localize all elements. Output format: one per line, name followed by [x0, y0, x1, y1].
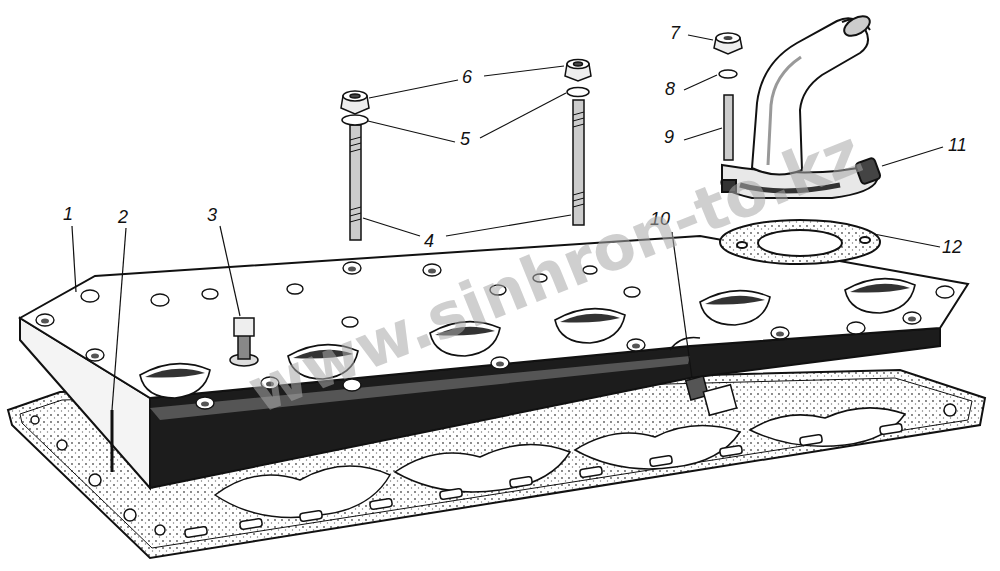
callout-number: 8: [665, 80, 675, 98]
callout-number: 4: [424, 232, 434, 250]
callout-number: 9: [664, 128, 674, 146]
callout-number: 2: [118, 208, 128, 226]
callout-number: 1: [63, 205, 73, 223]
temperature-plug: [230, 318, 258, 366]
callout-number: 6: [462, 68, 472, 86]
callout-number: 5: [460, 130, 470, 148]
callout-number: 11: [948, 136, 967, 154]
callout-number: 3: [207, 206, 217, 224]
leader-lines: [72, 35, 943, 410]
water-sensor: [686, 376, 737, 415]
callout-number: 7: [670, 24, 680, 42]
callout-number: 12: [942, 238, 962, 256]
studs-and-nuts: [341, 60, 591, 241]
